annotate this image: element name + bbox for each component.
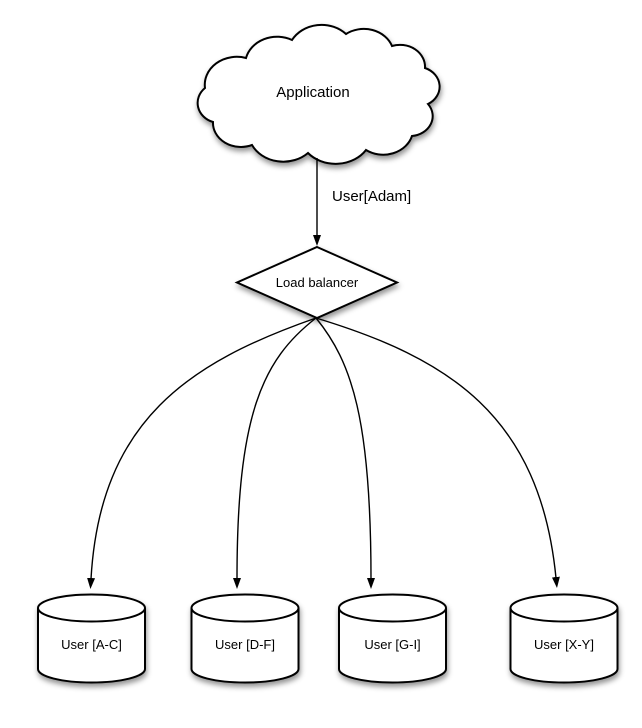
request-edge-label: User[Adam] [332,188,411,205]
cylinder-body [338,608,447,684]
shard-gi-node: User [G-I] [338,593,447,684]
cylinder-body [509,608,619,684]
shard-df-node: User [D-F] [190,593,300,684]
cylinder-top [338,593,447,623]
application-node: Application [196,23,441,165]
shard-df-label: User [D-F] [215,637,275,652]
load-balancer-node: Load balancer [234,245,400,320]
shard-ac-label: User [A-C] [61,637,122,652]
request-edge: User[Adam] [313,158,411,246]
edge-to-shard-gi [315,317,375,589]
cylinder-body [190,608,300,684]
shard-ac-node: User [A-C] [37,593,146,684]
cloud-shape [196,23,441,165]
edge-to-shard-ac [87,317,317,589]
edge-to-shard-xy [315,317,560,588]
load-balancer-label: Load balancer [276,275,359,290]
cylinder-top [190,593,300,623]
cylinder-top [509,593,619,623]
shard-edges [87,317,560,589]
shard-gi-label: User [G-I] [364,637,420,652]
application-label: Application [276,84,349,101]
shard-xy-node: User [X-Y] [509,593,619,684]
cylinder-top [37,593,146,623]
cylinder-body [37,608,146,684]
shard-xy-label: User [X-Y] [534,637,594,652]
edge-to-shard-df [233,317,317,589]
